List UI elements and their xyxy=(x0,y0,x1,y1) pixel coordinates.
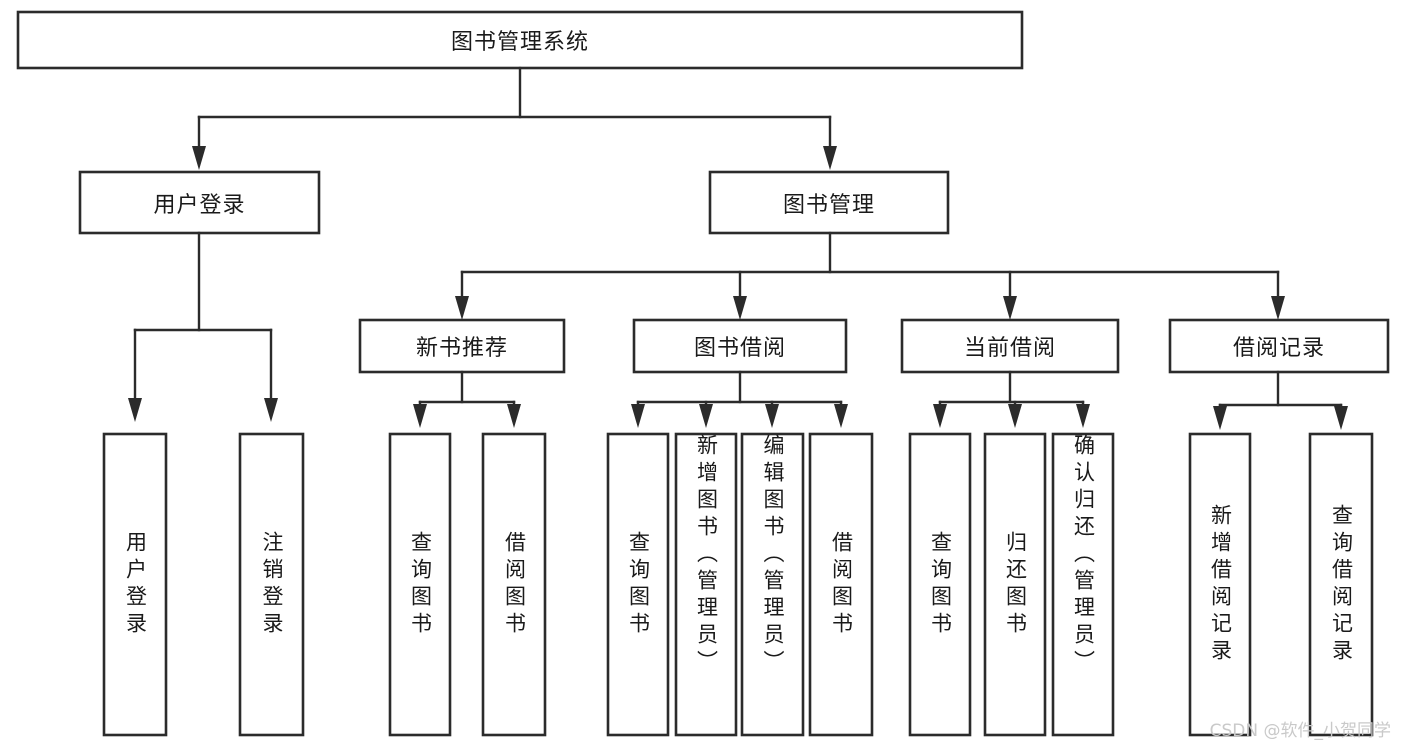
leaf-box-user-login-0[interactable] xyxy=(102,432,168,737)
arrowhead-leaf-user-login xyxy=(128,398,142,422)
arrowhead-cb-leaf3 xyxy=(1076,404,1090,428)
node-root-book-management-system[interactable] xyxy=(16,10,1024,70)
node-user-login[interactable] xyxy=(78,170,321,235)
arrowhead-bb-leaf1 xyxy=(631,404,645,428)
arrowhead-nbr-leaf1 xyxy=(413,404,427,428)
node-current-borrow[interactable] xyxy=(900,318,1120,374)
arrowhead-br-leaf1 xyxy=(1213,406,1227,430)
leaf-box-new-book-recommend-0[interactable] xyxy=(388,432,452,737)
leaf-box-book-borrow-0[interactable] xyxy=(606,432,670,737)
arrowhead-cb-leaf2 xyxy=(1008,404,1022,428)
arrowhead-cb-leaf1 xyxy=(933,404,947,428)
arrowhead-current-borrow xyxy=(1003,296,1017,320)
arrowhead-borrow-record xyxy=(1271,296,1285,320)
arrowhead-bb-leaf3 xyxy=(765,404,779,428)
arrowhead-book-borrow xyxy=(733,296,747,320)
leaf-box-user-login-1[interactable] xyxy=(238,432,305,737)
leaf-box-current-borrow-2[interactable] xyxy=(1051,432,1115,737)
arrowhead-nbr-leaf2 xyxy=(507,404,521,428)
node-book-borrow[interactable] xyxy=(632,318,848,374)
arrowhead-leaf-logout-login xyxy=(264,398,278,422)
node-borrow-record[interactable] xyxy=(1168,318,1390,374)
arrowhead-bb-leaf2 xyxy=(699,404,713,428)
leaf-box-book-borrow-1[interactable] xyxy=(674,432,738,737)
leaf-box-borrow-record-1[interactable] xyxy=(1308,432,1374,737)
leaf-box-book-borrow-3[interactable] xyxy=(808,432,874,737)
arrowhead-user-login xyxy=(192,146,206,170)
leaf-box-current-borrow-1[interactable] xyxy=(983,432,1047,737)
node-book-management[interactable] xyxy=(708,170,950,235)
node-new-book-recommend[interactable] xyxy=(358,318,566,374)
leaf-box-borrow-record-0[interactable] xyxy=(1188,432,1252,737)
arrowhead-book-management xyxy=(823,146,837,170)
arrowhead-new-book-recommend xyxy=(455,296,469,320)
leaf-box-book-borrow-2[interactable] xyxy=(740,432,805,737)
arrowhead-br-leaf2 xyxy=(1334,406,1348,430)
leaf-box-current-borrow-0[interactable] xyxy=(908,432,972,737)
leaf-box-new-book-recommend-1[interactable] xyxy=(481,432,547,737)
arrowhead-bb-leaf4 xyxy=(834,404,848,428)
